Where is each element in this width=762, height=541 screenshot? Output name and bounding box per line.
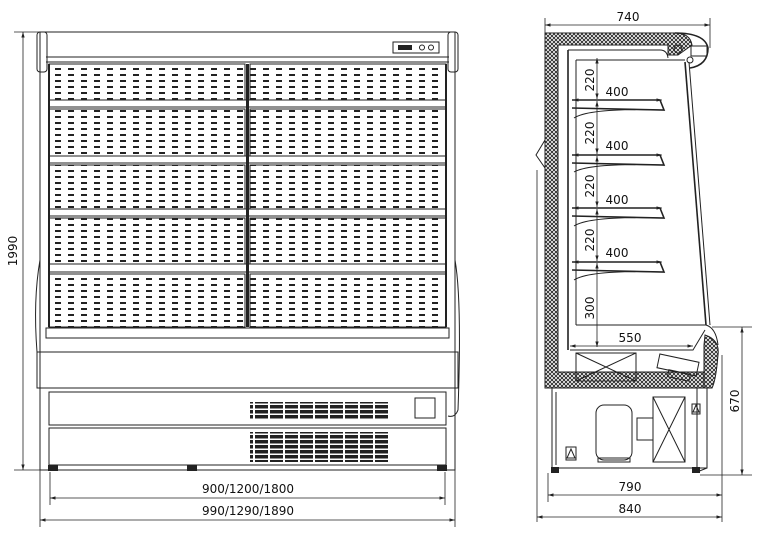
front-view [35,31,460,471]
dimension-base-height: 670 [700,326,752,476]
warning-icon [565,446,577,461]
right-side-cap [447,31,459,73]
base-height-label: 670 [728,390,742,413]
foot [187,465,197,471]
shelf-panels [48,63,447,328]
shelf-gap-label: 220 [583,122,597,145]
bottom-gap-label: 300 [583,297,597,320]
outer-width-label: 990/1290/1890 [202,504,294,518]
foot-width-label: 790 [619,480,642,494]
height-label: 1990 [6,236,20,267]
dimension-overall-depth: 840 [536,170,722,522]
dimension-top-depth: 740 [544,10,711,48]
condenser [652,396,686,463]
dimension-foot-width: 790 [547,355,723,522]
cabinet-outline [39,31,456,471]
compressor [595,404,633,461]
front-bumper [36,351,459,389]
shelf-gap-label: 220 [583,69,597,92]
inner-width-label: 900/1200/1800 [202,482,294,496]
foot [48,465,58,471]
shelf-depth-label: 400 [606,246,629,260]
warning-icon [691,403,701,415]
top-depth-label: 740 [617,10,640,24]
dimension-outer-width: 990/1290/1890 [39,470,456,527]
foot [551,467,559,473]
display-box [414,397,436,419]
vent-grille-upper [250,402,390,420]
control-panel [392,41,440,54]
left-side-cap [36,31,48,73]
dimension-height: 1990 [6,31,40,471]
base-depth-label: 550 [619,331,642,345]
shelf-depth-label: 400 [606,139,629,153]
vent-grille-lower [250,432,390,462]
dimension-inner-width: 900/1200/1800 [49,472,446,505]
lower-base-panel [48,427,447,466]
shelf-gap-label: 220 [583,229,597,252]
shelf-depth-label: 400 [606,85,629,99]
foot [692,467,700,473]
overall-depth-label: 840 [619,502,642,516]
foot [437,465,447,471]
shelf-dimensions: 220 220 220 220 300 400 400 400 400 550 [570,58,693,348]
shelf-depth-label: 400 [606,193,629,207]
upper-base-panel [48,391,447,426]
shelf-gap-label: 220 [583,175,597,198]
